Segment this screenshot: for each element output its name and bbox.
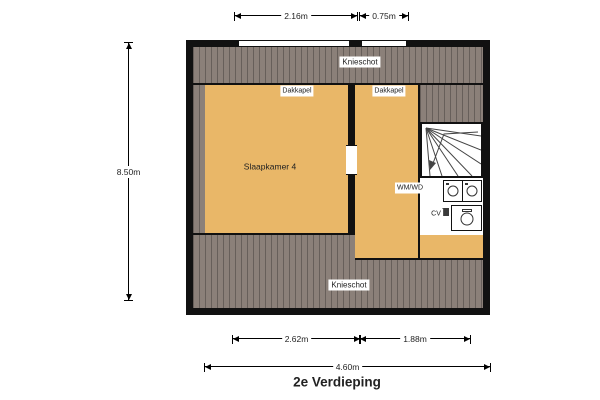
dimension-tick — [124, 300, 133, 301]
dimension-label: 0.75m — [369, 10, 399, 21]
dimension-arrow-right — [402, 12, 408, 19]
dimension-tick — [408, 11, 409, 21]
boiler-vent-icon — [461, 209, 472, 212]
dimension-arrow-down — [125, 294, 132, 300]
washer-icon — [444, 181, 463, 201]
knieschot-top-label: Knieschot — [339, 56, 381, 68]
dimension-tick — [204, 362, 205, 372]
dimension-tick — [359, 11, 360, 21]
washer-dryer-unit — [443, 180, 482, 202]
dimension-arrow-right — [464, 335, 470, 342]
bedroom-4 — [205, 85, 348, 235]
boiler-dial-icon — [460, 212, 473, 226]
wm-wd-label: WM/WD — [394, 182, 426, 194]
boiler-unit — [451, 205, 482, 231]
roof-slope-top-right — [420, 85, 483, 122]
dimension-tick — [359, 334, 360, 344]
dimension-bottom-left: 2.62m — [232, 333, 361, 344]
page-title: 2e Verdieping — [293, 374, 381, 390]
wall-top — [193, 83, 483, 85]
dryer-drum-icon — [466, 185, 478, 197]
floorplan: Knieschot Dakkapel Dakkapel Slaapkamer 4… — [186, 40, 490, 315]
dimension-top-left: 2.16m — [234, 10, 358, 21]
dimension-bottom-right: 1.88m — [359, 333, 471, 344]
dimension-label: 4.60m — [332, 361, 363, 372]
staircase-treads-icon — [425, 127, 482, 177]
dimension-tick — [357, 11, 358, 21]
wall-stair-side — [418, 85, 420, 260]
dimension-label: 2.16m — [281, 10, 311, 21]
dimension-label: 2.62m — [281, 333, 312, 344]
dimension-arrow-left — [233, 335, 239, 342]
dimension-arrow-up — [125, 43, 132, 49]
staircase — [420, 122, 483, 178]
appliance-knob — [446, 183, 449, 185]
dimension-tick — [490, 362, 491, 372]
roof-slope-bottom-left — [193, 235, 355, 308]
dimension-arrow-right — [484, 363, 490, 370]
dimension-left-height: 8.50m — [114, 42, 143, 301]
bedroom-4-label: Slaapkamer 4 — [243, 161, 297, 172]
roof-slope-bottom-right — [355, 260, 483, 308]
roof-slope-top — [193, 47, 483, 85]
dimension-top-right: 0.75m — [359, 10, 409, 21]
dormer-window-right — [361, 40, 407, 47]
dimension-label: 1.88m — [400, 333, 430, 344]
cv-label: CV — [429, 208, 443, 220]
floorplan-interior: Knieschot Dakkapel Dakkapel Slaapkamer 4… — [193, 40, 483, 308]
dimension-tick — [470, 334, 471, 344]
knieschot-bottom-label: Knieschot — [328, 279, 370, 291]
dimension-arrow-right — [351, 12, 357, 19]
roof-slope-left — [193, 85, 205, 235]
dakkapel-right-label: Dakkapel — [372, 85, 406, 97]
meter-box-icon — [442, 208, 449, 216]
dimension-arrow-left — [360, 335, 366, 342]
dimension-tick — [232, 334, 233, 344]
dimension-arrow-left — [235, 12, 241, 19]
dimension-arrow-left — [205, 363, 211, 370]
dimension-arrow-right — [354, 335, 360, 342]
appliance-knob — [465, 183, 468, 185]
wall-bottom-left — [193, 233, 355, 235]
door-opening — [346, 145, 357, 175]
dakkapel-left-label: Dakkapel — [280, 85, 314, 97]
dimension-tick — [124, 42, 133, 43]
dimension-tick — [234, 11, 235, 21]
dimension-bottom-total: 4.60m — [204, 361, 491, 372]
washer-drum-icon — [447, 185, 459, 197]
dimension-arrow-left — [360, 12, 366, 19]
dryer-icon — [463, 181, 481, 201]
dormer-window-left — [238, 40, 350, 47]
dimension-label: 8.50m — [114, 165, 143, 178]
